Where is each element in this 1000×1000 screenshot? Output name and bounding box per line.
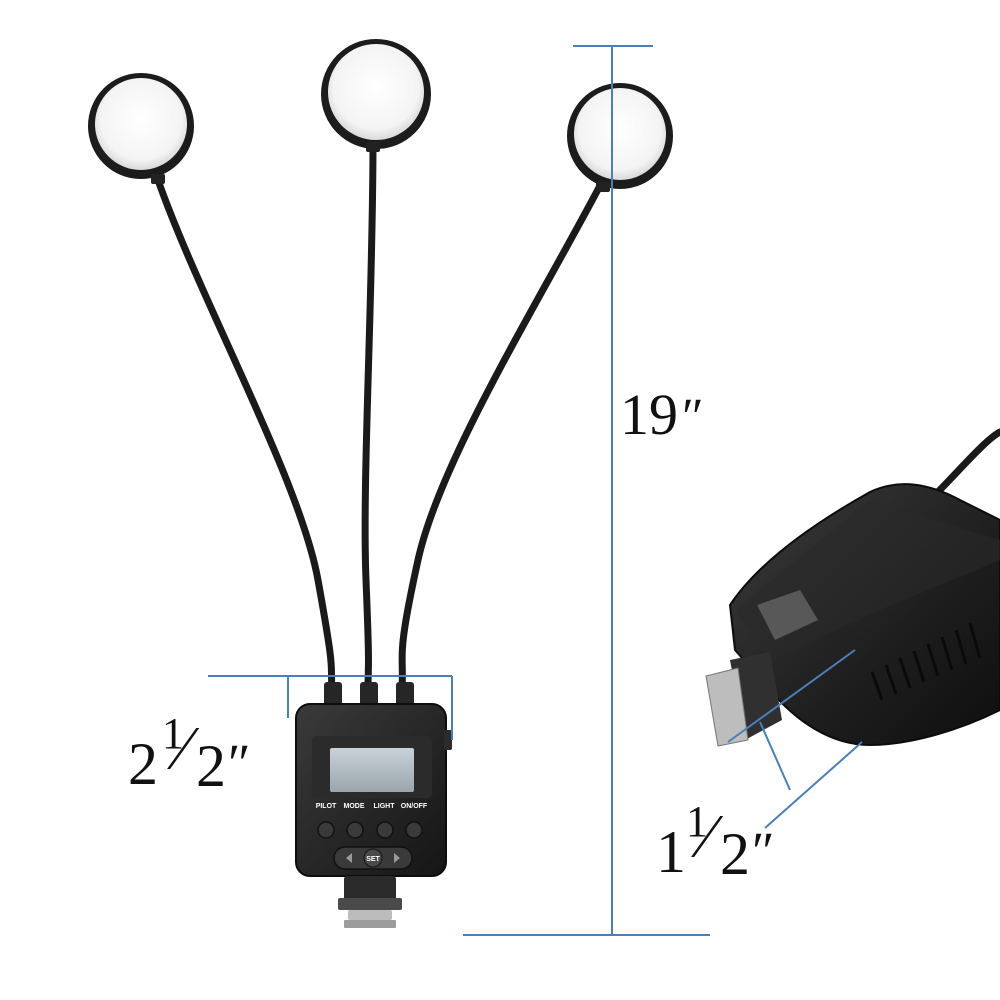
button-label-light: LIGHT [374,803,396,810]
depth-fraction-slash: ⁄ [702,803,713,871]
lamp-center [321,39,431,152]
navigation-pad: SET [333,846,413,870]
mode-button [346,821,364,839]
lamp-left [88,73,194,184]
right-arm [398,176,607,694]
side-vent-grille [870,622,982,701]
pilot-button [317,821,335,839]
left-arrow-icon [346,853,352,863]
height-dimension-label: 19″ [620,386,704,444]
hot-shoe-foot [338,876,402,928]
width-denominator: 2 [196,733,226,799]
width-fraction-slash: ⁄ [178,715,189,783]
set-button-label: SET [366,856,380,863]
depth-tick [759,721,791,791]
function-buttons [317,821,423,839]
depth-whole: 1 [656,819,686,885]
depth-line-b [764,741,863,829]
depth-denominator: 2 [720,821,750,887]
width-dimension-label: 2 1 ⁄ 2 ″ [128,712,278,802]
height-inch-mark: ″ [682,389,704,446]
depth-line-a [727,649,856,743]
width-numerator: 1 [162,709,184,758]
width-inch-mark: ″ [228,733,251,793]
controller-side-view [705,428,1000,747]
side-hot-shoe [705,652,782,747]
button-label-pilot: PILOT [316,803,337,810]
button-label-onoff: ON/OFF [401,803,428,810]
controller-unit: PILOT MODE LIGHT ON/OFF SET [295,703,452,928]
onoff-button [405,821,423,839]
depth-inch-mark: ″ [752,821,775,881]
set-button [363,848,383,868]
height-value: 19 [620,382,678,447]
light-button [376,821,394,839]
left-arm [154,176,336,694]
depth-numerator: 1 [686,797,708,846]
lamp-right [567,83,673,192]
gooseneck-arms [154,136,607,694]
width-whole: 2 [128,731,158,797]
depth-dimension-label: 1 1 ⁄ 2 ″ [656,800,806,890]
lcd-screen [330,748,414,792]
dimension-lines [208,45,863,936]
right-arrow-icon [394,853,400,863]
button-label-mode: MODE [344,803,365,810]
side-label-plate [757,590,818,640]
center-arm [361,136,377,694]
side-gooseneck [926,428,1000,504]
arm-connectors [324,682,414,708]
